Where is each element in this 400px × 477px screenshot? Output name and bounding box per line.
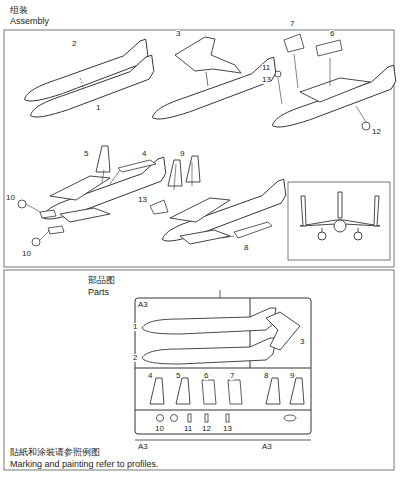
callout-number: 7 (290, 20, 294, 28)
sprue-code: A3 (262, 443, 272, 451)
callout-number: 13 (138, 196, 147, 204)
callout-number: 1 (96, 104, 100, 112)
heading: 组装 (10, 6, 28, 15)
callout-number: 10 (6, 194, 15, 202)
part-number: 9 (290, 372, 294, 380)
callout-number: 4 (142, 150, 146, 158)
part-number: 3 (300, 338, 304, 346)
part-number: 6 (204, 372, 208, 380)
callout-number: 8 (244, 244, 248, 252)
part-number: 7 (230, 372, 234, 380)
heading: Parts (88, 288, 109, 297)
sprue-code: A3 (138, 443, 148, 451)
part-number: 11 (184, 425, 192, 433)
heading: Assembly (10, 17, 49, 26)
part-number: 13 (223, 425, 232, 433)
callout-number: 10 (22, 250, 31, 258)
callout-number: 13 (262, 76, 271, 84)
callout-number: 11 (262, 64, 270, 72)
sprue-code: A3 (138, 301, 148, 309)
part-number: 2 (133, 354, 137, 362)
part-number: 5 (176, 372, 180, 380)
part-number: 4 (148, 372, 152, 380)
note: Marking and painting refer to profiles. (10, 460, 159, 469)
callout-number: 6 (330, 30, 334, 38)
callout-number: 9 (180, 150, 184, 158)
part-number: 10 (155, 425, 164, 433)
part-number: 12 (202, 425, 211, 433)
note: 貼紙和涂裝请参照例图 (10, 448, 100, 457)
callout-number: 5 (84, 150, 88, 158)
part-number: 1 (133, 323, 137, 331)
heading: 部品图 (88, 276, 115, 285)
callout-number: 12 (372, 128, 381, 136)
part-number: 8 (264, 372, 268, 380)
callout-number: 2 (72, 40, 76, 48)
callout-number: 3 (176, 30, 180, 38)
